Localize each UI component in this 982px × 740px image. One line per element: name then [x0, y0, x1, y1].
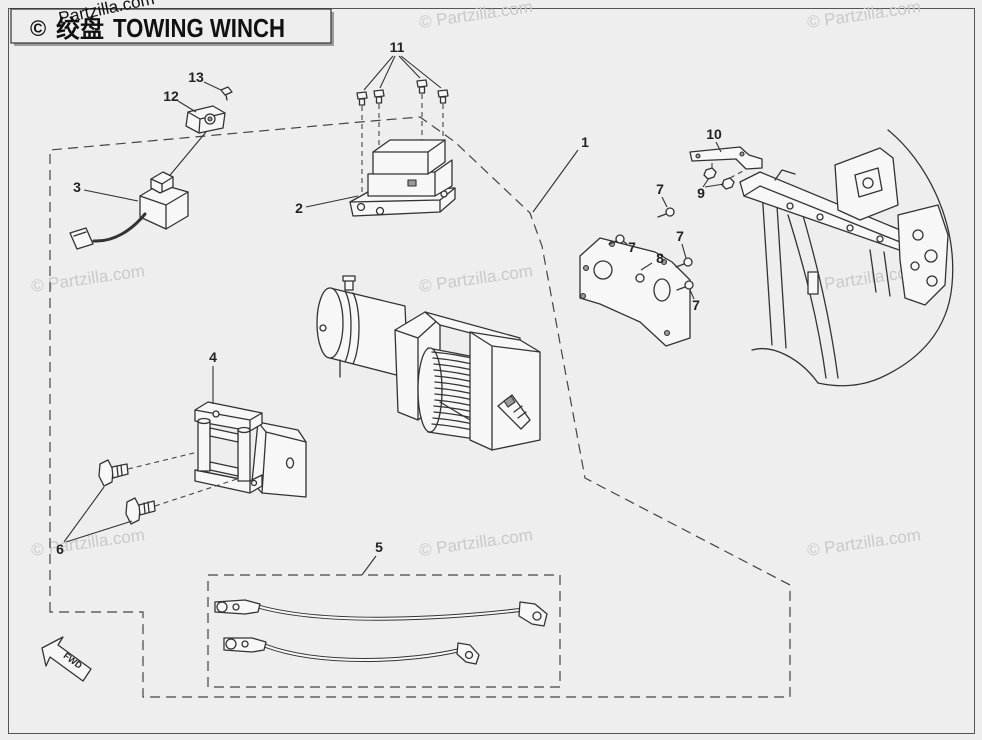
bolt — [416, 79, 428, 94]
callout-7: 7 — [628, 239, 636, 255]
bolt — [373, 89, 385, 104]
bolt — [356, 91, 368, 106]
callout-11: 11 — [390, 39, 405, 55]
part-13-bolt — [220, 86, 233, 101]
part-2-solenoid — [349, 139, 456, 217]
part-5-cables — [214, 599, 548, 665]
winch-drum — [417, 347, 483, 441]
part-9-nuts — [703, 160, 746, 190]
callout-12: 12 — [163, 88, 179, 104]
part-4-fairlead — [194, 401, 307, 498]
kit-boundary-dashed — [49, 116, 791, 698]
title-box-frame — [10, 8, 332, 44]
callout-5: 5 — [375, 539, 383, 555]
part-1-winch — [316, 275, 541, 451]
fairlead-roller — [209, 427, 239, 443]
bracket-to-switch-line — [165, 131, 207, 181]
callout-7: 7 — [656, 181, 664, 197]
battery-cable — [214, 599, 548, 627]
callout-13: 13 — [188, 69, 204, 85]
callout-8: 8 — [656, 250, 664, 266]
battery-cable — [223, 637, 480, 665]
bolt — [125, 497, 156, 525]
callouts: 1 2 3 4 5 6 7 7 7 7 8 9 10 11 12 13 — [56, 39, 725, 576]
vehicle-frame — [739, 129, 954, 387]
callout-6: 6 — [56, 541, 64, 557]
bolt — [437, 89, 449, 104]
bolt — [676, 280, 694, 291]
part-12-bracket — [185, 105, 226, 134]
callout-10: 10 — [706, 126, 722, 142]
title-chinese: 绞盘 — [56, 15, 104, 43]
title-english: TOWING WINCH — [113, 13, 285, 43]
part-6-bolts — [98, 451, 241, 525]
switch-connector — [69, 227, 94, 250]
bolt — [98, 459, 129, 487]
title-box: © 绞盘 TOWING WINCH — [10, 8, 334, 46]
frame-side-plate — [897, 204, 949, 306]
winch-motor — [316, 275, 409, 379]
callout-2: 2 — [295, 200, 303, 216]
callout-7: 7 — [676, 228, 684, 244]
part-3-switch — [69, 171, 189, 250]
nut — [703, 167, 717, 180]
callout-3: 3 — [73, 179, 81, 195]
fwd-arrow-icon — [41, 636, 92, 682]
part-7-bolts — [608, 207, 694, 291]
title-copyright: © — [30, 16, 46, 41]
solenoid-cap — [372, 139, 446, 175]
fairlead-roller — [197, 417, 211, 472]
bolt — [657, 207, 675, 218]
fairlead-roller — [237, 426, 251, 482]
callout-7: 7 — [692, 297, 700, 313]
cable-kit-boundary-dashed — [207, 574, 561, 688]
fairlead-roller — [209, 461, 239, 477]
part-10-bracket — [689, 146, 763, 170]
callout-1: 1 — [581, 134, 589, 150]
callout-4: 4 — [209, 349, 217, 365]
callout-9: 9 — [697, 185, 705, 201]
bolt — [675, 257, 693, 268]
winch-end-housing — [469, 331, 541, 451]
bolt — [608, 234, 625, 245]
switch-cable — [92, 212, 147, 243]
